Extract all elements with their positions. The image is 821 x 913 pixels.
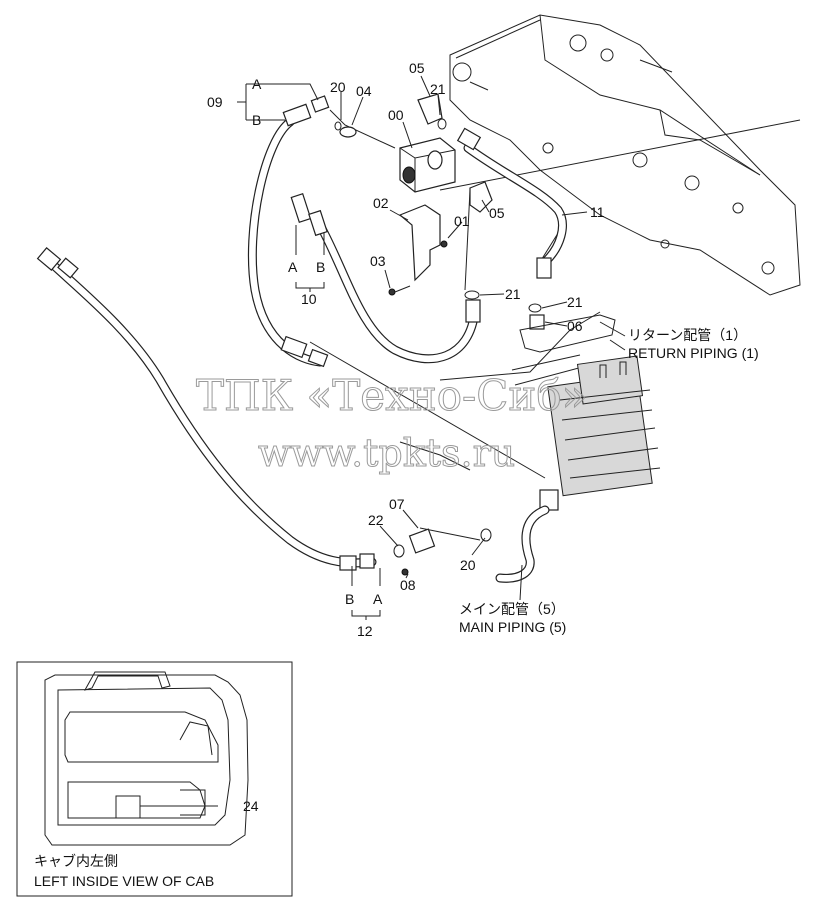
return-piping-en: RETURN PIPING (1) — [628, 345, 759, 361]
reference-lines — [309, 109, 601, 541]
label-12-b: B — [345, 591, 354, 607]
label-12: 12 — [357, 623, 373, 639]
label-11: 11 — [590, 204, 605, 220]
label-10-b: B — [316, 259, 325, 275]
label-21-right: 21 — [567, 294, 583, 310]
frame-bracket — [439, 14, 801, 296]
label-10-a: A — [288, 259, 298, 275]
label-07: 07 — [389, 496, 405, 512]
return-piping-jp: リターン配管（1） — [628, 327, 747, 343]
label-22: 22 — [368, 512, 384, 528]
label-20-bottom: 20 — [460, 557, 476, 573]
cab-caption-en: LEFT INSIDE VIEW OF CAB — [34, 873, 214, 889]
label-04: 04 — [356, 83, 372, 99]
label-01: 01 — [454, 213, 470, 229]
label-05-mid: 05 — [489, 205, 505, 221]
watermark-line1: ТПК «Техно-Сиб» — [196, 371, 587, 420]
part-labels: 09 A B 20 04 05 21 00 02 01 05 03 11 A B… — [207, 60, 605, 814]
label-09-a: A — [252, 76, 262, 92]
cab-inset: キャブ内左側 LEFT INSIDE VIEW OF CAB — [16, 661, 293, 897]
watermark-line2: www.tpkts.ru — [258, 431, 515, 475]
captions: リターン配管（1） RETURN PIPING (1) メイン配管（5） MAI… — [459, 327, 759, 635]
label-06: 06 — [567, 318, 583, 334]
main-piping-en: MAIN PIPING (5) — [459, 619, 566, 635]
valve-block — [334, 93, 493, 296]
label-10: 10 — [301, 291, 317, 307]
label-24: 24 — [243, 798, 259, 814]
label-03: 03 — [370, 253, 386, 269]
label-00: 00 — [388, 107, 404, 123]
label-09-b: B — [252, 112, 261, 128]
cab-caption-jp: キャブ内左側 — [34, 853, 118, 869]
label-09: 09 — [207, 94, 223, 110]
label-05-top: 05 — [409, 60, 425, 76]
watermark: ТПК «Техно-Сиб» www.tpkts.ru — [196, 371, 588, 476]
label-21-top: 21 — [430, 81, 446, 97]
control-valve — [495, 314, 661, 583]
label-20-top: 20 — [330, 79, 346, 95]
label-02: 02 — [373, 195, 389, 211]
label-08: 08 — [400, 577, 416, 593]
main-piping-jp: メイン配管（5） — [459, 601, 565, 617]
label-21-mid: 21 — [505, 286, 521, 302]
seals-adapters — [393, 290, 545, 576]
leader-lines — [140, 75, 626, 807]
hose-fittings — [36, 95, 552, 571]
label-12-a: A — [373, 591, 383, 607]
